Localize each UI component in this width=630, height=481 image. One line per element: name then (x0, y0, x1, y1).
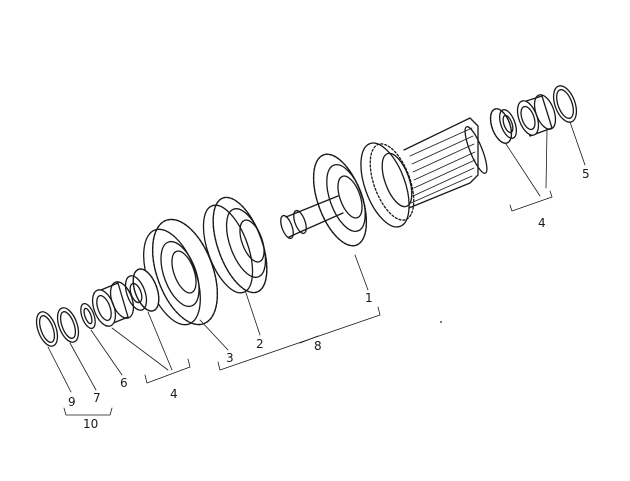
callout-5: 5 (582, 167, 590, 181)
bracket-4-left (144, 358, 191, 384)
callout-9: 9 (68, 395, 76, 409)
circlip-5 (552, 85, 578, 123)
leader-lines (47, 121, 586, 393)
gear-2 (202, 196, 268, 294)
bearing-cup-left (91, 281, 135, 327)
callout-2: 2 (256, 337, 264, 351)
callout-4-right: 4 (538, 216, 546, 230)
bracket-4-right (509, 190, 553, 212)
callout-6: 6 (120, 376, 128, 390)
callout-10: 10 (83, 417, 99, 431)
bearing-4-right (489, 108, 517, 144)
circlip-9 (35, 311, 59, 347)
gear-1 (280, 142, 415, 247)
bracket-8 (217, 306, 381, 371)
callout-7: 7 (93, 391, 101, 405)
bearing-cup-right (516, 94, 557, 137)
washer-7 (56, 307, 80, 343)
callout-4-left: 4 (170, 387, 178, 401)
callout-8: 8 (314, 339, 322, 353)
splined-shaft (403, 117, 488, 211)
bracket-10 (63, 407, 113, 416)
callout-1: 1 (365, 291, 373, 305)
gear-3 (143, 218, 218, 326)
spacer-6 (80, 302, 96, 330)
bearing-4-left (124, 268, 160, 312)
stray-mark (440, 321, 442, 323)
callout-3: 3 (226, 351, 234, 365)
